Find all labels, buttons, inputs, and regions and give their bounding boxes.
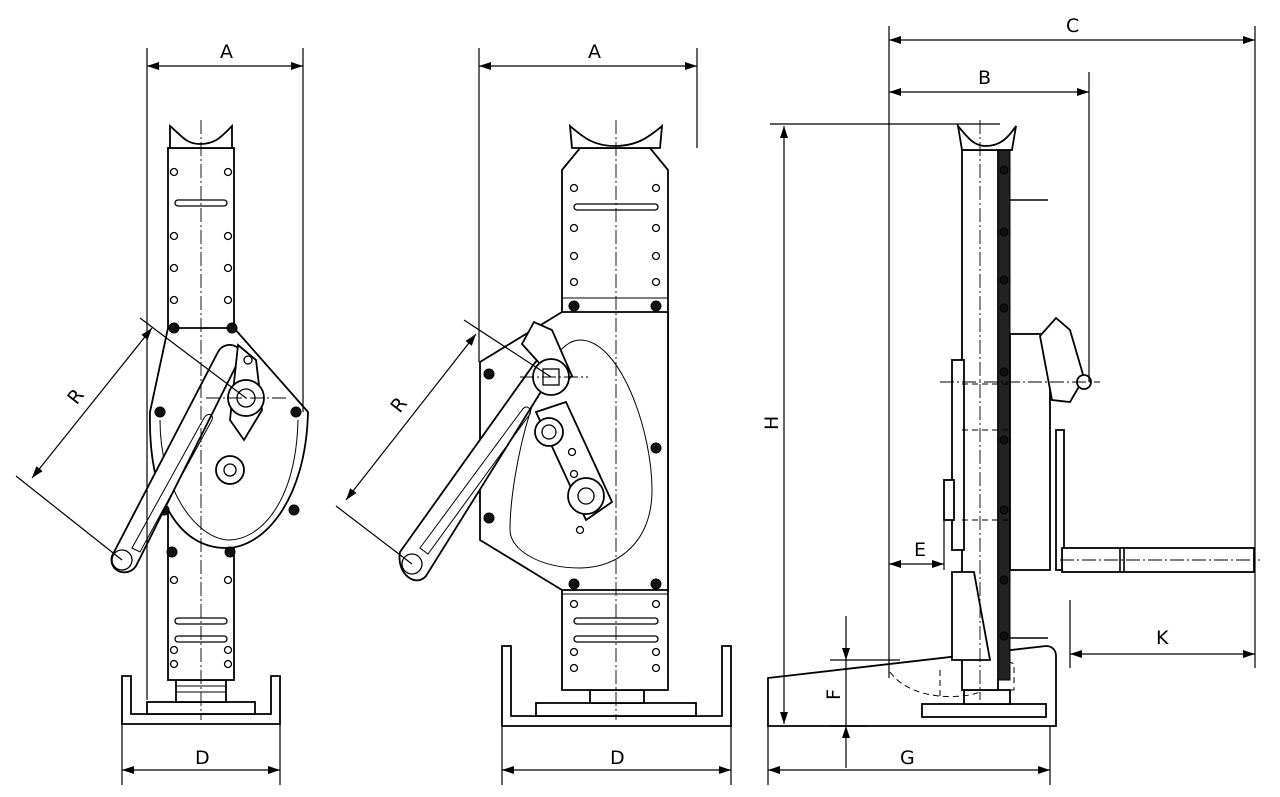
saddle [956, 122, 1017, 151]
saddle [169, 123, 233, 149]
saddle [568, 123, 664, 149]
label-h: H [761, 416, 783, 430]
housing-plate-left [951, 359, 965, 551]
label-a-middle: A [588, 41, 601, 63]
support-plate [951, 571, 992, 661]
side-view: C B H G K E F [761, 15, 1260, 785]
label-b: B [978, 67, 991, 89]
base-channel [501, 645, 732, 727]
housing-nuts [483, 300, 662, 590]
dimension-r-middle [345, 333, 477, 501]
label-c: C [1066, 15, 1079, 37]
label-d-middle: D [610, 747, 625, 769]
rack-holes [169, 167, 233, 669]
label-r-left: R [63, 385, 88, 409]
front-view-small: A D R [15, 41, 309, 785]
rack-holes [569, 183, 661, 673]
dimension-r-left [31, 327, 153, 479]
label-e: E [914, 539, 926, 561]
screw-foot [589, 689, 645, 704]
base-pad [921, 703, 1047, 718]
label-k: K [1156, 627, 1169, 649]
label-f: F [823, 689, 845, 700]
housing-plate-right [1009, 333, 1051, 571]
screw-foot [963, 689, 1011, 705]
label-d-left: D [195, 747, 210, 769]
label-r-middle: R [386, 393, 411, 417]
label-a-left: A [220, 41, 233, 63]
rack-bolts [999, 165, 1009, 641]
label-g: G [900, 747, 915, 769]
front-view-large: A D R [335, 41, 732, 785]
